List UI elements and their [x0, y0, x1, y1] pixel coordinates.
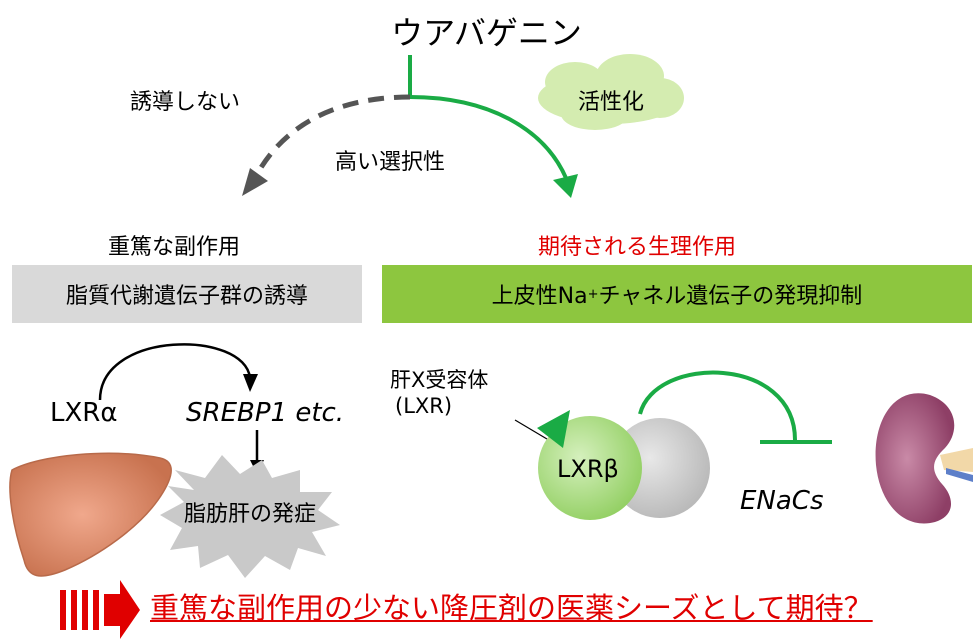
srebp-label: SREBP1 etc. — [186, 398, 345, 428]
activation-arrowhead — [553, 174, 578, 198]
side-effect-heading: 重篤な副作用 — [108, 235, 241, 260]
receptor-label-line2: (LXR) — [395, 394, 453, 418]
kidney-vessel-blue — [946, 468, 973, 482]
lipid-gene-box: 脂質代謝遺伝子群の誘導 — [12, 265, 362, 323]
receptor-label-line1: 肝X受容体 — [390, 368, 489, 392]
inhibition-arc — [638, 370, 797, 441]
cloud-shape — [538, 54, 684, 130]
enac-box-text-before: 上皮性Na — [491, 284, 588, 309]
receptor-pointer-line — [514, 419, 553, 443]
activation-label: 活性化 — [578, 90, 645, 115]
expected-effect-heading: 期待される生理作用 — [538, 235, 737, 260]
compound-title: ウアバゲニン — [391, 14, 582, 52]
enac-box-text-after: チャネル遺伝子の発現抑制 — [598, 284, 863, 309]
lxr-alpha-arrowhead — [243, 374, 258, 392]
conclusion-arrow-icon — [60, 580, 140, 639]
lxr-alpha-arrow — [98, 343, 252, 401]
explosion-shape — [160, 455, 340, 578]
lipid-gene-box-text: 脂質代謝遺伝子群の誘導 — [65, 284, 308, 309]
no-induction-arrow — [252, 94, 411, 180]
liver-shape — [9, 452, 172, 577]
kidney-vessels — [940, 448, 973, 472]
kidney-shape — [875, 393, 955, 524]
enac-box-text-sup: + — [587, 286, 599, 302]
selectivity-label: 高い選択性 — [335, 150, 446, 175]
no-induction-label: 誘導しない — [130, 90, 241, 115]
conclusion-text: 重篤な副作用の少ない降圧剤の医薬シーズとして期待？ — [150, 591, 873, 625]
lxr-beta-label: LXRβ — [557, 455, 619, 483]
enac-suppression-box: 上皮性Na+チャネル遺伝子の発現抑制 — [382, 265, 972, 323]
lxr-alpha-label: LXRα — [50, 398, 118, 428]
no-induction-arrowhead — [242, 168, 268, 196]
activation-arrow — [409, 95, 568, 179]
ligand-triangle — [537, 410, 570, 448]
fatty-liver-label: 脂肪肝の発症 — [184, 502, 317, 527]
enacs-label: ENaCs — [740, 486, 824, 516]
